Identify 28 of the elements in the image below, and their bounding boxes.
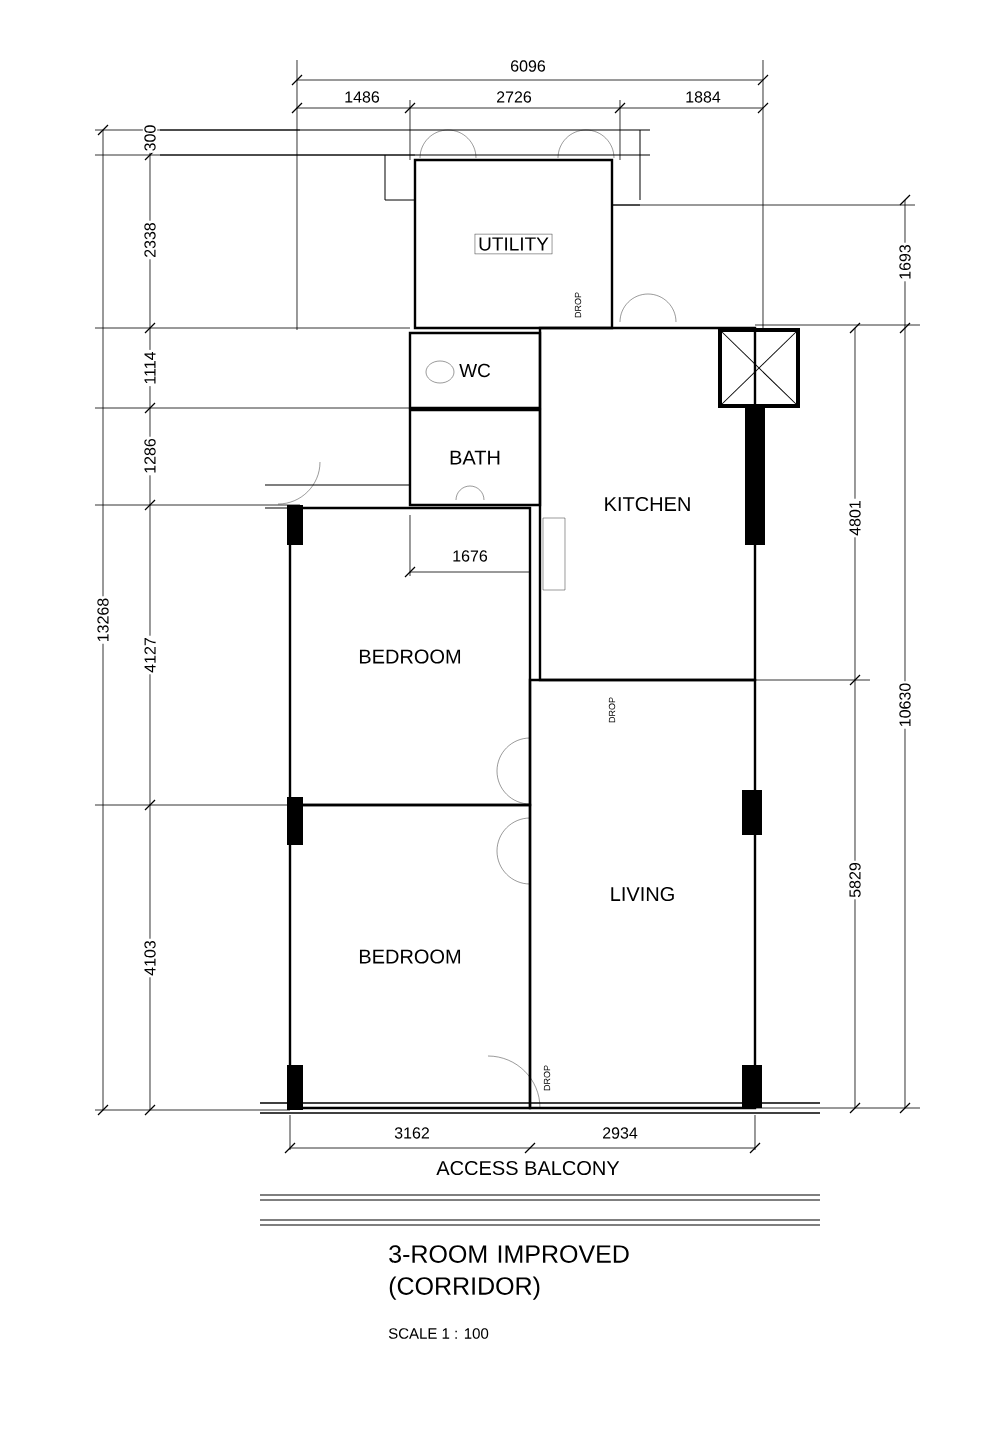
- room: BATH: [408, 408, 542, 507]
- room: WC: [408, 331, 542, 410]
- dimension-label: 4103: [142, 938, 158, 978]
- room: KITCHEN: [538, 326, 757, 682]
- drop-note: DROP: [542, 1063, 552, 1093]
- dimension-label: 1286: [142, 436, 158, 476]
- dimension-label: 2934: [600, 1125, 640, 1141]
- dimension-label: 2726: [494, 89, 534, 105]
- room: BEDROOM: [288, 803, 532, 1110]
- drop-note: DROP: [607, 695, 617, 725]
- dimension-label: 1676: [450, 548, 490, 564]
- dimension-label: 300: [142, 123, 158, 153]
- dimension-label: 2338: [142, 220, 158, 260]
- dimension-label: 1486: [342, 89, 382, 105]
- dimension-label: 4127: [142, 635, 158, 675]
- plan-title: 3-ROOM IMPROVED (CORRIDOR): [389, 1245, 629, 1300]
- dimension-label: 1693: [897, 242, 913, 282]
- dimension-label: 10630: [897, 681, 913, 729]
- drop-note: DROP: [573, 290, 583, 320]
- dimension-label: 4801: [847, 498, 863, 538]
- dimension-label: 3162: [392, 1125, 432, 1141]
- dimension-label: 1884: [683, 89, 723, 105]
- dimension-label: 6096: [508, 58, 548, 74]
- dimension-label: 13268: [95, 596, 111, 644]
- dimension-label: 5829: [847, 860, 863, 900]
- dimension-label: 1114: [143, 349, 157, 387]
- scale-caption: SCALE 1 : 100: [388, 1328, 489, 1339]
- area-label: ACCESS BALCONY: [434, 1159, 622, 1177]
